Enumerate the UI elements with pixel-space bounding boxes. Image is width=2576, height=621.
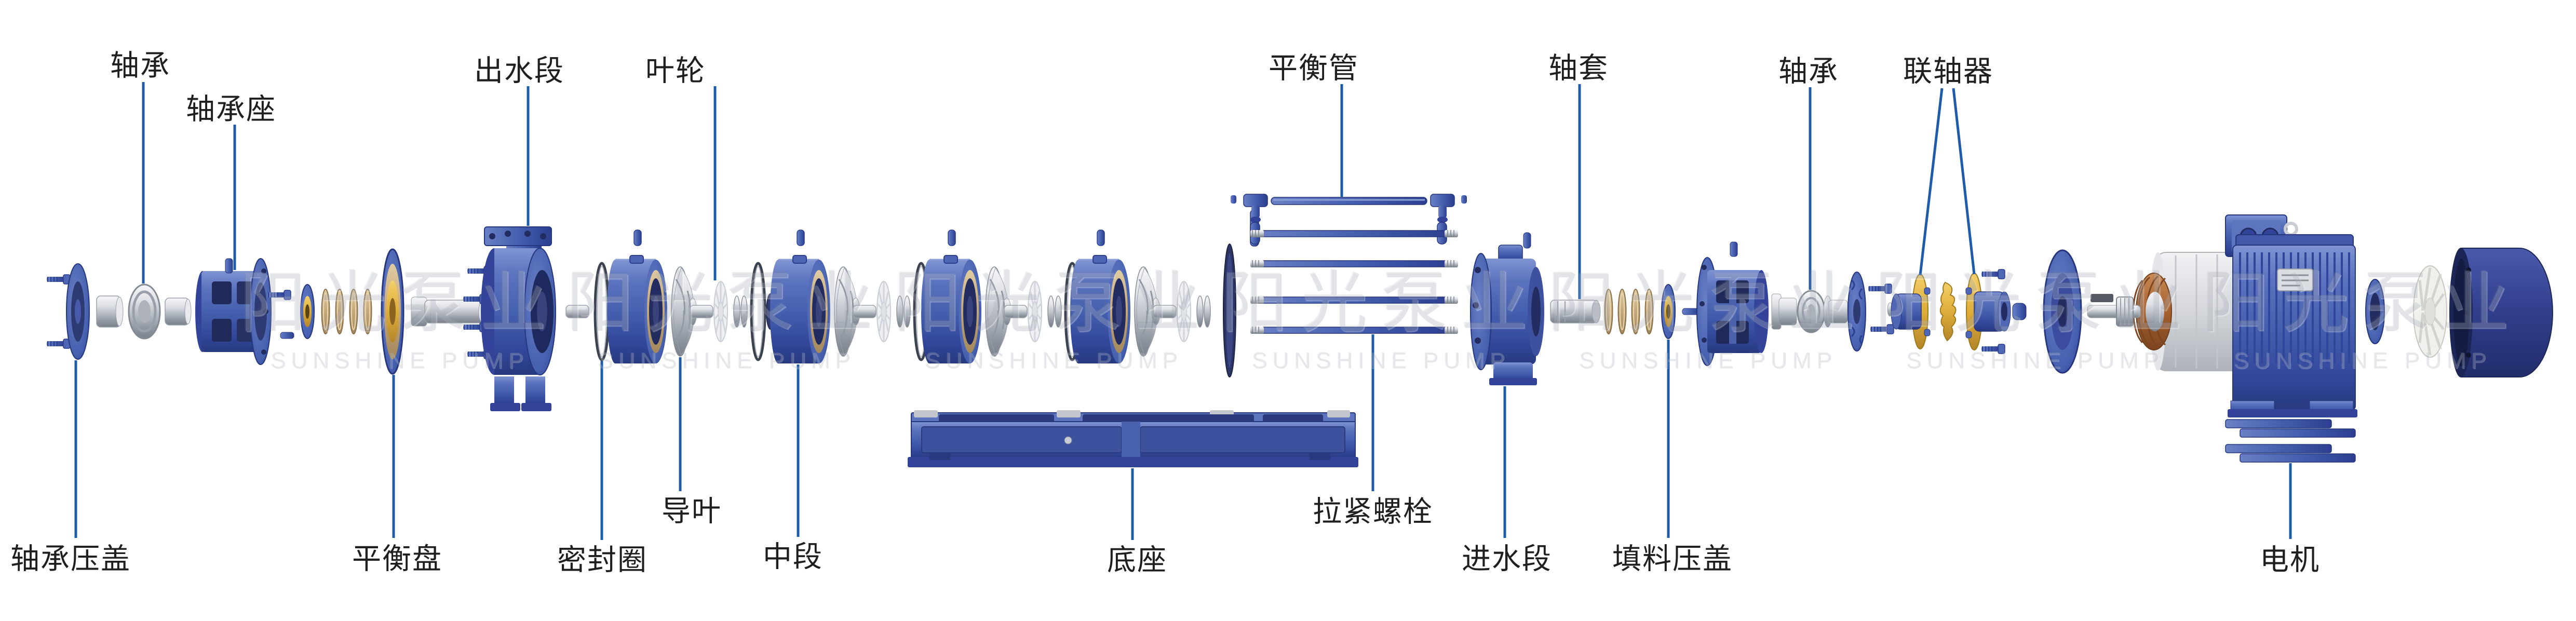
part-tension-bolts — [1250, 230, 1459, 334]
part-motor-frame — [2225, 214, 2357, 417]
label-motor: 电机 — [2260, 543, 2320, 576]
leader-lines — [74, 82, 2292, 540]
part-bearing-bracket — [1696, 241, 1769, 366]
part-balance-disc — [381, 248, 404, 375]
label-bearing-gland: 轴承压盖 — [10, 542, 131, 575]
part-shaft-stub-1 — [565, 305, 589, 318]
part-coupling-spider — [1939, 281, 1957, 342]
part-bracket-bolts — [1868, 284, 1894, 334]
label-base: 底座 — [1107, 543, 1167, 576]
part-motor-front-cover — [1981, 249, 2082, 374]
label-shaft-sleeve: 轴套 — [1548, 51, 1609, 85]
part-seal-ring-1 — [595, 263, 609, 360]
label-discharge-section: 出水段 — [474, 54, 564, 87]
part-discharge-section — [463, 226, 556, 411]
part-shaft-sleeve-left-1 — [96, 295, 124, 328]
part-base — [908, 410, 1358, 467]
part-inlet-section — [1470, 232, 1544, 385]
label-packing-gland: 填料压盖 — [1612, 542, 1733, 575]
part-small-fasteners-left — [267, 290, 294, 339]
part-shaft-cap — [2012, 303, 2027, 320]
part-shaft-sleeve-left-2 — [165, 298, 192, 326]
part-stage-1-rotor — [670, 263, 775, 360]
label-balance-pipe: 平衡管 — [1269, 51, 1359, 85]
part-shaft-sleeve — [1550, 300, 1601, 323]
label-bearing-housing: 轴承座 — [186, 92, 276, 126]
part-stage-4-rotor — [1134, 266, 1211, 357]
part-stage-gasket — [1223, 244, 1236, 377]
label-tension-bolt: 拉紧螺栓 — [1313, 495, 1433, 528]
part-slinger-disc — [1847, 272, 1866, 352]
leader-coupling-a — [1919, 88, 1944, 276]
label-middle-section: 中段 — [763, 540, 823, 573]
part-motor-rear-cover — [2365, 279, 2385, 344]
part-packing-gland — [1661, 284, 1676, 339]
part-bearing-housing — [195, 258, 272, 365]
part-motor-foot-rails — [2225, 419, 2356, 463]
label-inlet-section: 进水段 — [1462, 542, 1552, 575]
part-pump-shaft-left — [411, 296, 485, 327]
part-motor-shaft — [2087, 294, 2141, 327]
part-middle-section-2 — [769, 230, 831, 365]
part-right-shaft-assembly — [1771, 290, 1848, 333]
part-coupling-motor-half — [1965, 273, 2011, 350]
part-bearing-gland — [66, 263, 90, 360]
part-gland-bushing — [300, 284, 315, 339]
part-middle-section-1 — [606, 230, 668, 365]
part-motor-fan — [2413, 265, 2447, 358]
label-bearing-right: 轴承 — [1778, 55, 1839, 88]
label-balance-disc: 平衡盘 — [352, 542, 442, 575]
label-seal-ring: 密封圈 — [557, 543, 648, 576]
label-impeller: 叶轮 — [645, 54, 706, 87]
leader-coupling-b — [1952, 88, 1976, 275]
part-packing-rings — [1604, 289, 1654, 334]
part-fan-cowl — [2449, 248, 2553, 377]
part-packing-rings-left — [321, 289, 372, 334]
part-ball-bearing-left — [128, 284, 161, 340]
label-bearing-left: 轴承 — [110, 49, 170, 82]
part-middle-section-3 — [920, 230, 982, 365]
label-guide-vane: 导叶 — [662, 494, 722, 528]
label-coupling: 联轴器 — [1903, 55, 1993, 88]
part-coupling-pump-half — [1891, 274, 1931, 349]
part-middle-section-4 — [1069, 230, 1131, 365]
